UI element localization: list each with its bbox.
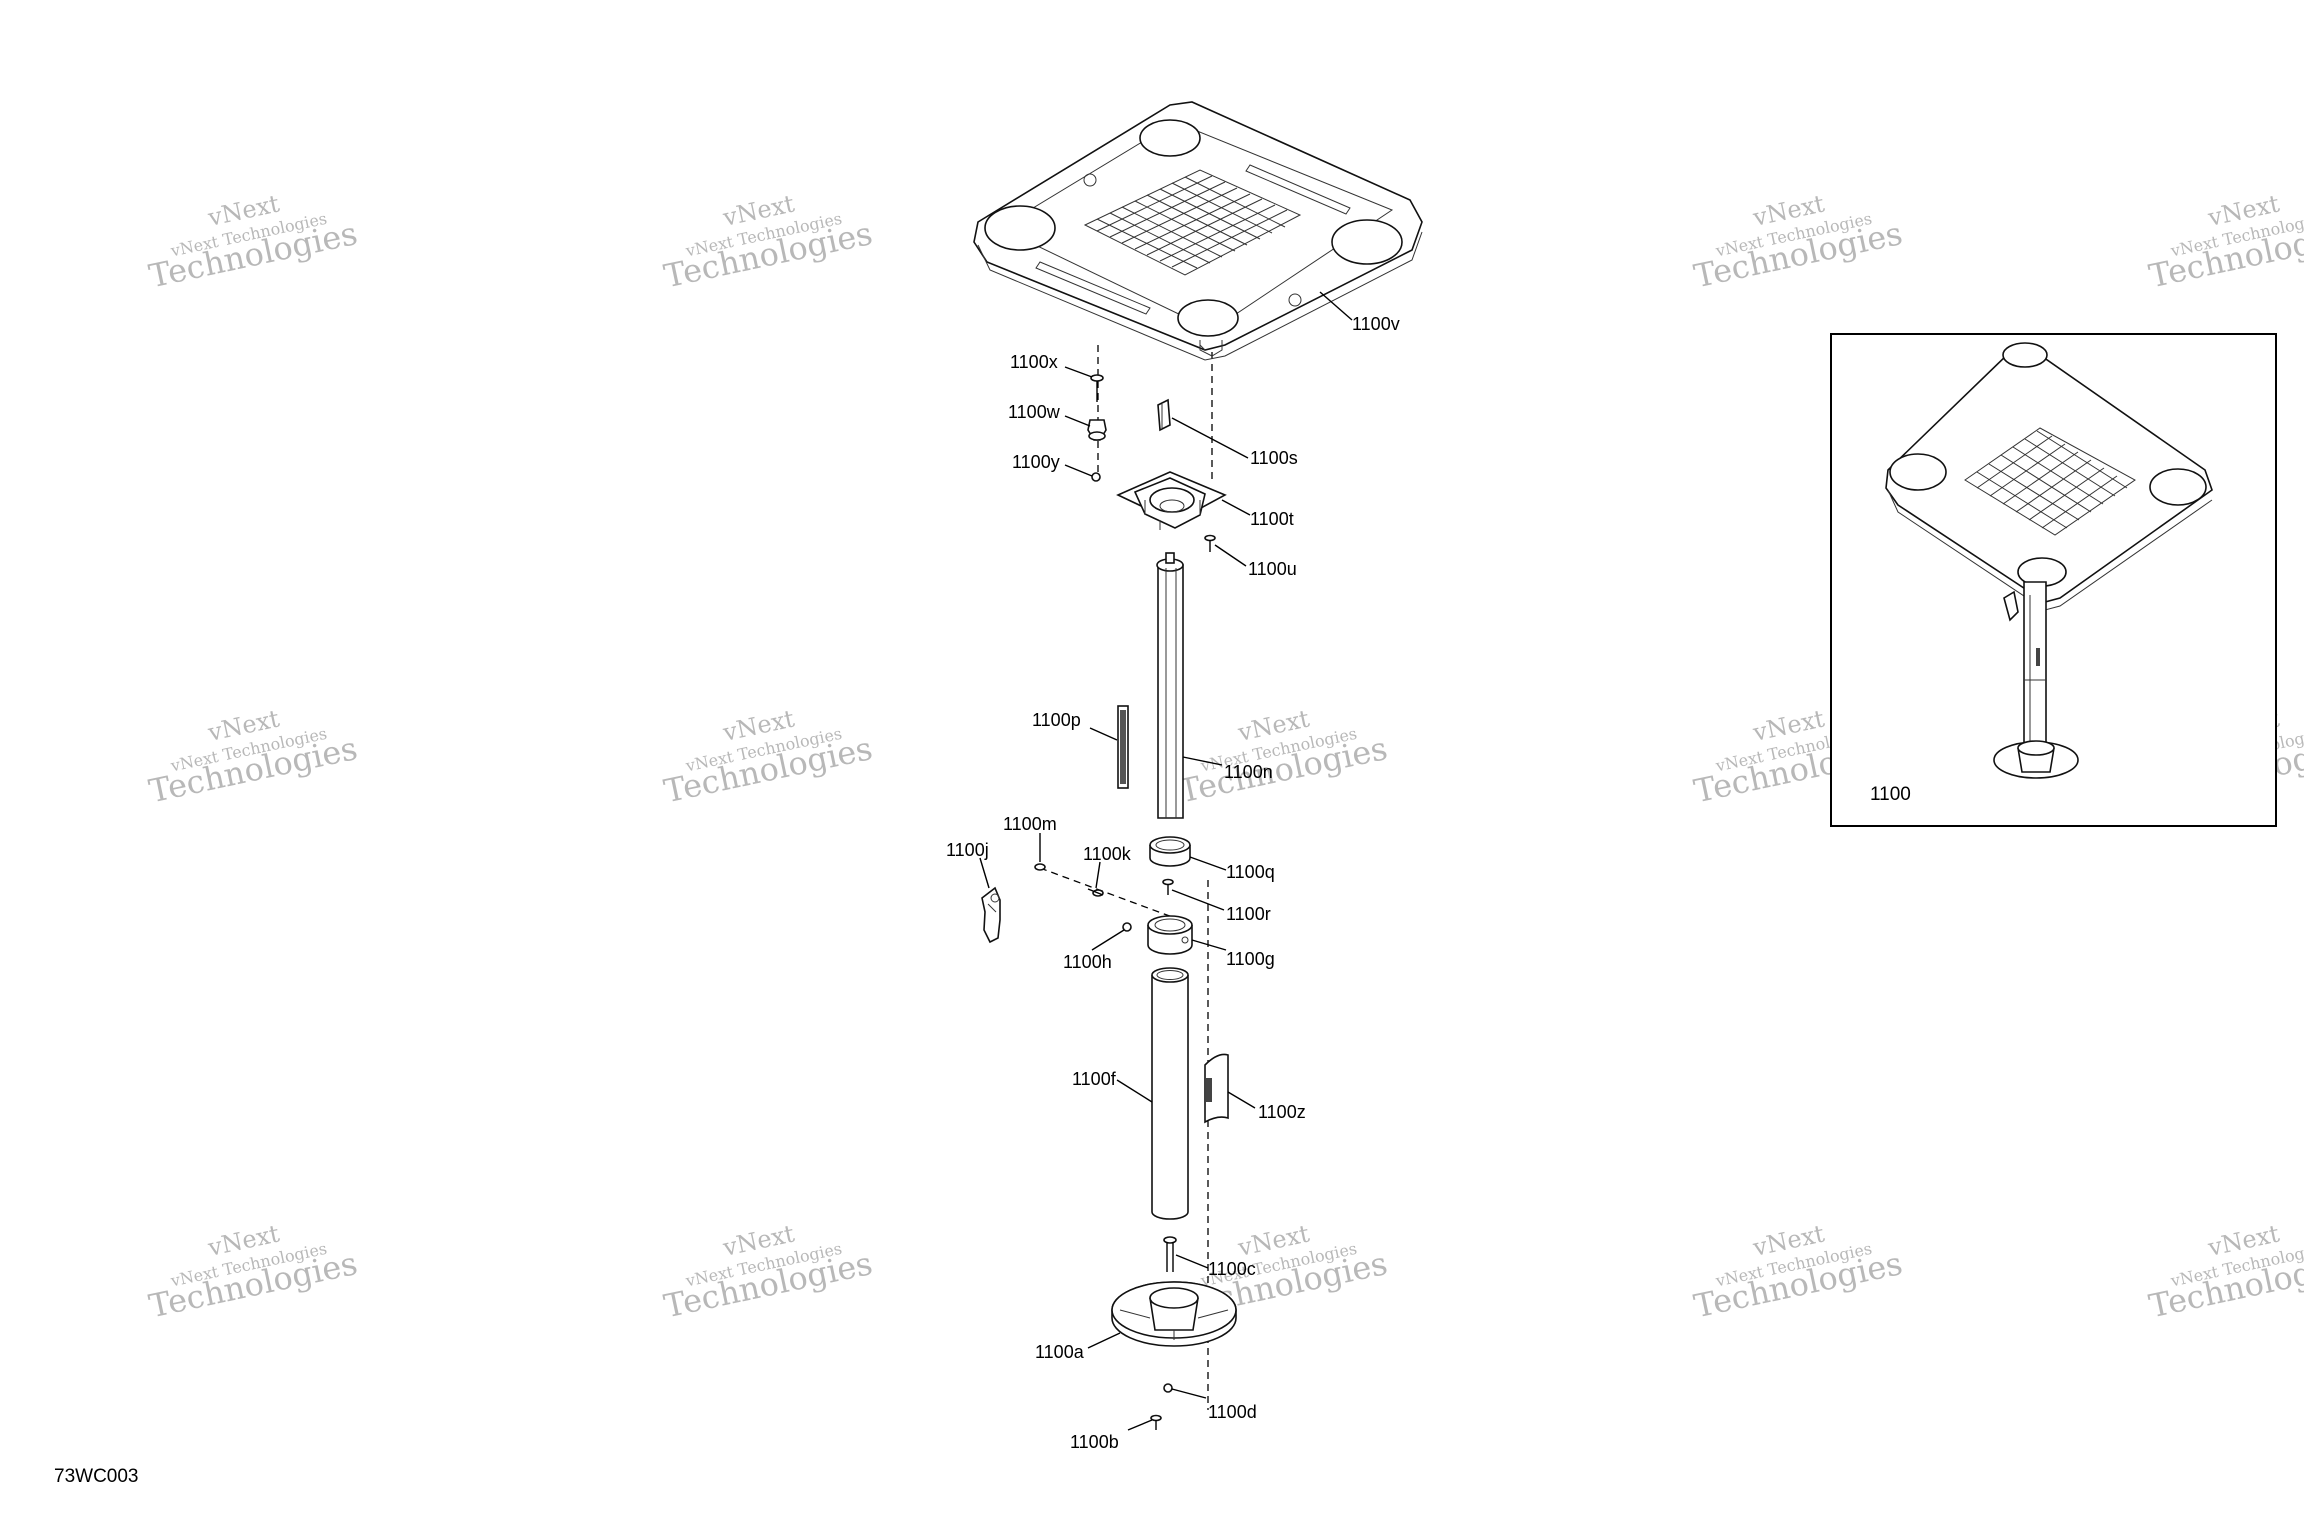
- part-tray-table-top: [973, 101, 1423, 361]
- callout-1100n: 1100n: [1224, 762, 1273, 782]
- part-upper-tube: [1156, 552, 1184, 819]
- assembled-view-inset: 1100: [1830, 333, 2277, 827]
- watermark: vNext vNext Technologies Technologies: [1691, 189, 1906, 295]
- callout-1100k: 1100k: [1083, 844, 1132, 864]
- tray-grid: [1083, 169, 1302, 276]
- part-clip: [1157, 398, 1171, 432]
- part-base: [1111, 1281, 1237, 1347]
- callout-1100p: 1100p: [1032, 710, 1081, 730]
- cup-holder: [1331, 219, 1403, 265]
- callout-1100q: 1100q: [1226, 862, 1275, 882]
- assembly-axis: [1039, 340, 1213, 1410]
- part-knob-screw: [1090, 374, 1104, 402]
- watermark: vNext vNext Technologies Technologies: [661, 189, 876, 295]
- part-top-mount: [1116, 471, 1227, 530]
- part-strip: [1117, 705, 1129, 789]
- callout-1100y: 1100y: [1012, 452, 1060, 472]
- callout-1100j: 1100j: [946, 840, 989, 860]
- part-sleeve: [1204, 1053, 1229, 1124]
- watermark: vNext vNext Technologies Technologies: [2146, 1219, 2304, 1325]
- watermark: vNext vNext Technologies Technologies: [1691, 1219, 1906, 1325]
- callout-1100f: 1100f: [1072, 1069, 1117, 1089]
- callout-1100t: 1100t: [1250, 509, 1294, 529]
- watermark: vNext vNext Technologies Technologies: [661, 704, 876, 810]
- watermark: vNext vNext Technologies Technologies: [661, 1219, 876, 1325]
- cup-holder: [984, 205, 1056, 251]
- callout-1100a: 1100a: [1035, 1342, 1085, 1362]
- callout-1100h: 1100h: [1063, 952, 1112, 972]
- callout-1100m: 1100m: [1003, 814, 1057, 834]
- drawing-code: 73WC003: [54, 1466, 139, 1487]
- part-clamp-collar: [1147, 915, 1193, 955]
- callout-1100s: 1100s: [1250, 448, 1298, 468]
- callout-1100d: 1100d: [1208, 1402, 1257, 1422]
- part-nut-h: [1122, 922, 1132, 932]
- part-bushing: [1087, 888, 1104, 897]
- part-screw-b: [1150, 1414, 1162, 1430]
- part-pin: [1034, 863, 1046, 871]
- callout-1100g: 1100g: [1226, 949, 1275, 969]
- part-knob: [1087, 419, 1107, 441]
- callout-labels: 1100x 1100w 1100y 1100s 1100t 1100u 1100…: [946, 314, 1400, 1452]
- callout-1100b: 1100b: [1070, 1432, 1119, 1452]
- cup-holder: [1139, 119, 1201, 157]
- watermark: vNext vNext Technologies Technologies: [1176, 704, 1391, 810]
- watermark: vNext vNext Technologies Technologies: [2146, 189, 2304, 295]
- callout-1100w: 1100w: [1008, 402, 1061, 422]
- callout-1100z: 1100z: [1258, 1102, 1306, 1122]
- part-screw-r: [1162, 878, 1174, 895]
- part-screw-u: [1204, 534, 1216, 552]
- callout-1100u: 1100u: [1248, 559, 1297, 579]
- watermark: vNext vNext Technologies Technologies: [146, 189, 361, 295]
- callout-1100x: 1100x: [1010, 352, 1058, 372]
- part-lever: [981, 886, 1001, 944]
- part-nut: [1091, 472, 1101, 482]
- callout-1100v: 1100v: [1352, 314, 1400, 334]
- inset-label: 1100: [1870, 784, 1911, 805]
- part-collar-q: [1149, 836, 1191, 867]
- callout-1100r: 1100r: [1226, 904, 1271, 924]
- part-lower-tube: [1151, 967, 1189, 1220]
- watermark: vNext vNext Technologies Technologies: [146, 1219, 361, 1325]
- part-washer: [1163, 1383, 1173, 1393]
- callout-1100c: 1100c: [1208, 1259, 1256, 1279]
- part-bolt: [1163, 1236, 1177, 1272]
- cup-holder: [1177, 299, 1239, 337]
- watermark: vNext vNext Technologies Technologies: [146, 704, 361, 810]
- leader-lines: [979, 291, 1353, 1431]
